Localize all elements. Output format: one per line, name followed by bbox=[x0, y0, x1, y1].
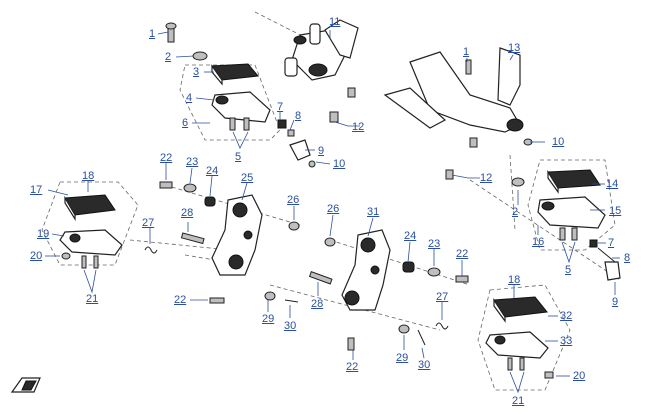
front-direction-arrow-icon bbox=[10, 377, 41, 393]
callout-26-right[interactable]: 26 bbox=[327, 203, 340, 215]
rear-footrest-bracket-right bbox=[383, 47, 533, 180]
callout-20-right[interactable]: 20 bbox=[573, 370, 586, 382]
footrest-rubber-18-left bbox=[64, 194, 116, 222]
callout-26[interactable]: 26 bbox=[287, 194, 300, 206]
callout-22-right[interactable]: 22 bbox=[456, 248, 469, 260]
fasteners-left-plate bbox=[159, 181, 300, 304]
footrest-mounting-plate-25 bbox=[211, 194, 263, 276]
callout-21[interactable]: 21 bbox=[86, 293, 99, 305]
spring-27-right bbox=[435, 322, 449, 330]
callout-6[interactable]: 6 bbox=[182, 117, 189, 129]
rear-footrest-bracket-left bbox=[284, 19, 359, 81]
washer-2-left bbox=[192, 51, 208, 61]
callout-27[interactable]: 27 bbox=[142, 217, 155, 229]
callout-23[interactable]: 23 bbox=[186, 156, 199, 168]
callout-12[interactable]: 12 bbox=[352, 121, 365, 133]
callout-19[interactable]: 19 bbox=[37, 228, 50, 240]
callout-5-right[interactable]: 5 bbox=[565, 264, 572, 276]
footrest-15 bbox=[537, 196, 606, 241]
footrest-rubber-3 bbox=[211, 63, 259, 86]
callout-30-right[interactable]: 30 bbox=[418, 359, 431, 371]
callout-9-right[interactable]: 9 bbox=[612, 296, 619, 308]
callout-8-right[interactable]: 8 bbox=[624, 252, 631, 264]
footrest-mounting-plate-31 bbox=[341, 229, 391, 311]
callout-23-right[interactable]: 23 bbox=[428, 238, 441, 250]
callout-29-right[interactable]: 29 bbox=[396, 352, 409, 364]
callout-10[interactable]: 10 bbox=[333, 158, 346, 170]
assembly-line-right-bolt bbox=[329, 239, 471, 286]
bolt-1 bbox=[165, 22, 472, 75]
callout-22-bottom[interactable]: 22 bbox=[346, 361, 359, 373]
callout-14[interactable]: 14 bbox=[606, 178, 619, 190]
callout-17[interactable]: 17 bbox=[30, 184, 43, 196]
callout-16[interactable]: 16 bbox=[532, 236, 545, 248]
callout-18[interactable]: 18 bbox=[82, 170, 95, 182]
assembly-line-top bbox=[254, 11, 321, 46]
callout-11[interactable]: 11 bbox=[329, 16, 341, 28]
callout-29[interactable]: 29 bbox=[262, 313, 275, 325]
callout-20[interactable]: 20 bbox=[30, 250, 43, 262]
bolt-12-left bbox=[329, 87, 356, 123]
footrest-19 bbox=[59, 229, 123, 269]
spring-27-left bbox=[144, 246, 158, 254]
callout-28[interactable]: 28 bbox=[181, 207, 194, 219]
assembly-line-right-bracket bbox=[509, 154, 516, 231]
callout-8[interactable]: 8 bbox=[295, 110, 302, 122]
callout-31[interactable]: 31 bbox=[367, 206, 380, 218]
callout-5[interactable]: 5 bbox=[235, 151, 242, 163]
footrest-group-outline-right bbox=[527, 159, 616, 251]
footrest-group-outline-rear-left bbox=[41, 181, 139, 266]
footrest-rubber-14 bbox=[547, 169, 601, 194]
callout-18-right[interactable]: 18 bbox=[508, 274, 521, 286]
callout-13[interactable]: 13 bbox=[508, 42, 521, 54]
washer-2-right bbox=[511, 177, 525, 187]
callout-21-right[interactable]: 21 bbox=[512, 395, 525, 407]
footrest-group-outline-left bbox=[179, 64, 281, 141]
callout-22-lower[interactable]: 22 bbox=[174, 294, 187, 306]
callout-25[interactable]: 25 bbox=[241, 172, 254, 184]
assembly-line-right-spring bbox=[469, 179, 621, 281]
callout-4[interactable]: 4 bbox=[186, 92, 193, 104]
footrest-rubber-18-right bbox=[493, 296, 548, 323]
callout-3[interactable]: 3 bbox=[193, 66, 200, 78]
callout-24-right[interactable]: 24 bbox=[404, 230, 417, 242]
footrest-33 bbox=[485, 331, 554, 379]
callout-1-right[interactable]: 1 bbox=[463, 46, 470, 58]
callout-7-right[interactable]: 7 bbox=[608, 237, 615, 249]
callout-1[interactable]: 1 bbox=[149, 28, 156, 40]
assembly-line-left-pin bbox=[129, 239, 231, 251]
callout-15[interactable]: 15 bbox=[609, 205, 622, 217]
callout-7[interactable]: 7 bbox=[277, 101, 284, 113]
callout-33[interactable]: 33 bbox=[560, 335, 573, 347]
callout-32[interactable]: 32 bbox=[560, 310, 573, 322]
callout-10-right[interactable]: 10 bbox=[552, 136, 565, 148]
footrest-group-outline-rear-right bbox=[477, 284, 571, 391]
leader-lines bbox=[45, 30, 620, 394]
callout-9[interactable]: 9 bbox=[318, 145, 325, 157]
footrest-4 bbox=[211, 91, 271, 131]
callout-27-right[interactable]: 27 bbox=[436, 291, 449, 303]
callout-12-right[interactable]: 12 bbox=[480, 172, 493, 184]
callout-22[interactable]: 22 bbox=[160, 152, 173, 164]
callout-2[interactable]: 2 bbox=[165, 51, 172, 63]
callout-2-right[interactable]: 2 bbox=[512, 206, 519, 218]
callout-24[interactable]: 24 bbox=[206, 165, 219, 177]
callout-28-right[interactable]: 28 bbox=[311, 298, 324, 310]
spring-pin-parts-right bbox=[589, 239, 621, 281]
spring-pin-parts-left bbox=[277, 119, 316, 168]
callout-30[interactable]: 30 bbox=[284, 320, 297, 332]
